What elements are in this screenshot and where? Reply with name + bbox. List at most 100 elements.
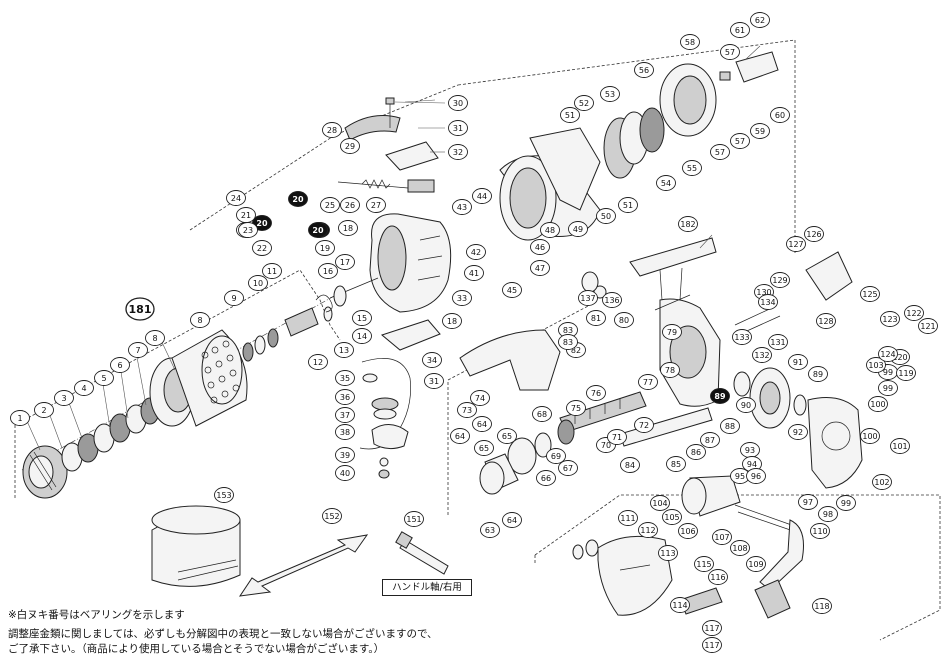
part-callout-131: 131 xyxy=(768,334,788,350)
part-callout-102: 102 xyxy=(872,474,892,490)
callout-circle xyxy=(710,144,730,160)
part-callout-17: 17 xyxy=(335,254,355,270)
callout-circle xyxy=(536,470,556,486)
callout-circle xyxy=(457,402,477,418)
callout-number: 137 xyxy=(580,294,595,303)
callout-circle xyxy=(335,465,355,481)
callout-circle xyxy=(702,637,722,653)
callout-number: 62 xyxy=(755,16,765,25)
callout-number: 22 xyxy=(257,244,267,253)
part-callout-66: 66 xyxy=(536,470,556,486)
callout-number: 47 xyxy=(535,264,545,273)
callout-number: 89 xyxy=(813,370,823,379)
callout-number: 48 xyxy=(545,226,555,235)
part-callout-90: 90 xyxy=(736,397,756,413)
part-callout-108: 108 xyxy=(730,540,750,556)
part-callout-68: 68 xyxy=(532,406,552,422)
callout-number: 182 xyxy=(680,220,695,229)
callout-circle xyxy=(732,329,752,345)
callout-number: 151 xyxy=(406,515,421,524)
callout-number: 5 xyxy=(101,374,106,383)
part-callout-20: 20 xyxy=(252,215,272,231)
callout-circle xyxy=(860,286,880,302)
callout-circle xyxy=(768,334,788,350)
part-callout-22: 22 xyxy=(252,240,272,256)
callout-number: 56 xyxy=(639,66,649,75)
callout-number: 67 xyxy=(563,464,573,473)
part-callout-78: 78 xyxy=(660,362,680,378)
callout-circle xyxy=(798,494,818,510)
callout-circle xyxy=(248,275,268,291)
callout-circle xyxy=(224,290,244,306)
callout-circle xyxy=(836,495,856,511)
callout-circle xyxy=(262,263,282,279)
callout-circle xyxy=(308,222,328,238)
callout-circle xyxy=(335,370,355,386)
callout-circle xyxy=(878,346,898,362)
part-callout-86: 86 xyxy=(686,444,706,460)
callout-number: 110 xyxy=(812,527,827,536)
callout-circle xyxy=(54,390,74,406)
part-callout-91: 91 xyxy=(788,354,808,370)
callout-number: 57 xyxy=(735,137,745,146)
part-callout-56: 56 xyxy=(634,62,654,78)
callout-number: 40 xyxy=(340,469,350,478)
part-callout-51: 51 xyxy=(618,197,638,213)
part-callout-100: 100 xyxy=(868,396,888,412)
callout-number: 44 xyxy=(477,192,487,201)
part-callout-20: 20 xyxy=(288,191,308,207)
callout-circle xyxy=(680,34,700,50)
part-callout-40: 40 xyxy=(335,465,355,481)
callout-circle xyxy=(502,512,522,528)
callout-circle xyxy=(746,468,766,484)
part-callout-58: 58 xyxy=(680,34,700,50)
shim-note-line-1: 調整座金類に関しましては、必ずしも分解図中の表現と一致しない場合がございますので… xyxy=(8,628,438,640)
part-callout-39: 39 xyxy=(335,447,355,463)
callout-circle xyxy=(656,175,676,191)
callout-number: 117 xyxy=(704,624,719,633)
callout-circle xyxy=(340,138,360,154)
part-callout-7: 7 xyxy=(128,342,148,358)
callout-circle xyxy=(872,474,892,490)
callout-circle xyxy=(720,418,740,434)
callout-number: 82 xyxy=(571,346,581,355)
callout-number: 31 xyxy=(429,377,439,386)
callout-number: 79 xyxy=(667,328,677,337)
callout-circle xyxy=(366,197,386,213)
callout-number: 13 xyxy=(339,346,349,355)
callout-number: 118 xyxy=(814,602,829,611)
part-callout-181: 181 xyxy=(125,297,155,321)
callout-circle xyxy=(145,330,165,346)
callout-circle xyxy=(532,406,552,422)
callout-number: 32 xyxy=(453,148,463,157)
part-callout-13: 13 xyxy=(334,342,354,358)
callout-number: 21 xyxy=(241,211,251,220)
part-callout-114: 114 xyxy=(670,597,690,613)
callout-circle xyxy=(896,365,916,381)
part-callout-79: 79 xyxy=(662,324,682,340)
callout-circle xyxy=(812,598,832,614)
callout-number: 65 xyxy=(479,444,489,453)
part-callout-63: 63 xyxy=(480,522,500,538)
callout-number: 94 xyxy=(747,460,757,469)
part-callout-71: 71 xyxy=(607,429,627,445)
callout-number: 100 xyxy=(870,400,885,409)
part-callout-99: 99 xyxy=(836,495,856,511)
callout-number: 99 xyxy=(841,499,851,508)
callout-circle xyxy=(34,402,54,418)
part-callout-8: 8 xyxy=(145,330,165,346)
callout-number: 74 xyxy=(475,394,485,403)
callout-number: 39 xyxy=(340,451,350,460)
callout-number: 125 xyxy=(862,290,877,299)
callout-circle xyxy=(618,197,638,213)
callout-number: 29 xyxy=(345,142,355,151)
callout-circle xyxy=(694,556,714,572)
callout-circle xyxy=(730,540,750,556)
part-callout-89: 89 xyxy=(808,366,828,382)
callout-number: 98 xyxy=(823,510,833,519)
part-callout-117: 117 xyxy=(702,620,722,636)
callout-circle xyxy=(904,305,924,321)
callout-number: 111 xyxy=(620,514,635,523)
callout-circle xyxy=(497,428,517,444)
callout-circle xyxy=(560,107,580,123)
